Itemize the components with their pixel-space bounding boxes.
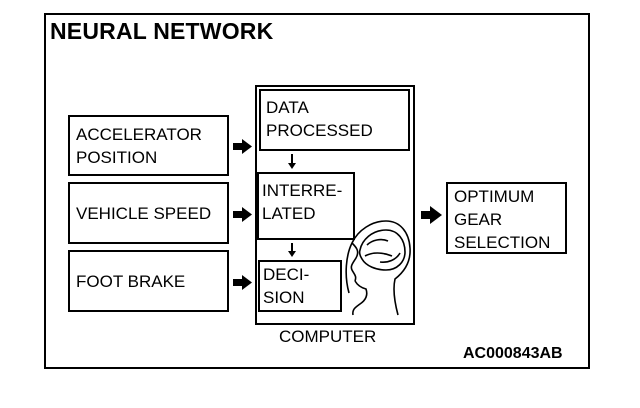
input-vehicle-speed: VEHICLE SPEED [68, 182, 229, 244]
arrow-down-icon [288, 243, 296, 257]
arrow-down-icon [288, 154, 296, 169]
computer-label: COMPUTER [279, 327, 377, 346]
arrow-right-icon [421, 206, 442, 224]
stage-line: DATA [266, 98, 309, 117]
input-line: ACCELERATOR [76, 124, 202, 144]
output-line: SELECTION [454, 233, 551, 252]
arrow-right-icon [233, 207, 252, 222]
human-head-brain-icon [345, 220, 411, 316]
output-line: GEAR [454, 210, 503, 229]
arrow-right-icon [233, 275, 252, 290]
stage-line: LATED [262, 204, 316, 223]
stage-line: PROCESSED [266, 121, 373, 140]
stage-interrelated: INTERRE- LATED [257, 172, 355, 240]
figure-code: AC000843AB [463, 345, 563, 362]
diagram-title: NEURAL NETWORK [50, 18, 274, 44]
output-line: OPTIMUM [454, 187, 535, 206]
stage-data-processed: DATA PROCESSED [259, 89, 410, 151]
stage-line: DECI- [263, 265, 310, 284]
diagram-frame [44, 13, 590, 369]
input-accelerator-position: ACCELERATOR POSITION [68, 115, 229, 176]
input-line: POSITION [76, 147, 158, 167]
output-optimum-gear-selection: OPTIMUM GEAR SELECTION [446, 182, 567, 254]
stage-line: INTERRE- [262, 181, 343, 200]
arrow-right-icon [233, 139, 252, 154]
input-line: FOOT BRAKE [76, 271, 186, 291]
stage-line: SION [263, 288, 305, 307]
computer-box [255, 85, 415, 325]
input-foot-brake: FOOT BRAKE [68, 250, 229, 312]
stage-decision: DECI- SION [258, 260, 342, 312]
input-line: VEHICLE SPEED [76, 203, 212, 223]
